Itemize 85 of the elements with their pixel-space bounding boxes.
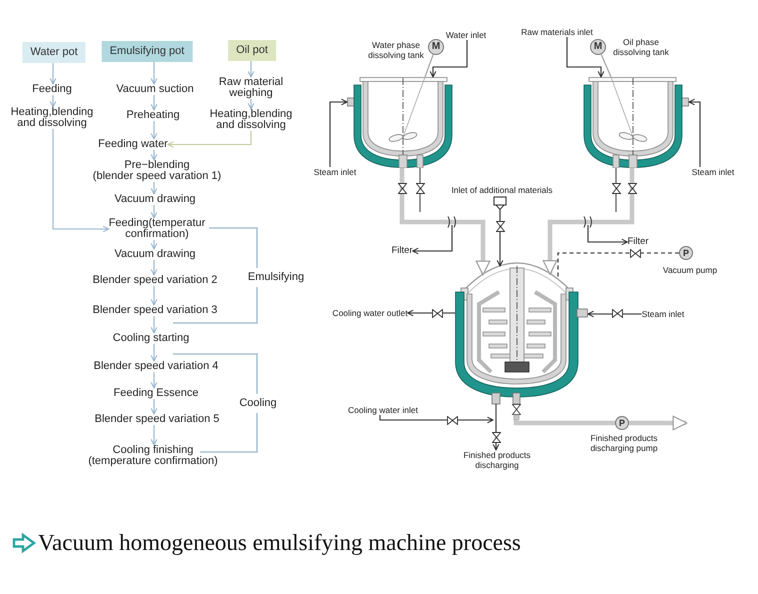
diagram-title: Vacuum homogeneous emulsifying machine process — [38, 530, 521, 556]
process-step: Cooling starting — [112, 333, 190, 344]
arrow — [379, 415, 494, 424]
mixing-tank — [347, 77, 453, 168]
process-step: Blender speed variation 3 — [92, 305, 218, 316]
connector-line — [600, 54, 612, 78]
arrow — [407, 310, 455, 316]
dashed-line — [640, 252, 679, 254]
arrow — [50, 95, 56, 108]
arrow — [587, 310, 642, 318]
motor-symbol: M — [590, 39, 606, 55]
inlet-label: Raw materials inlet — [521, 27, 593, 37]
process-step: Cooling finishing (temperature confirmation) — [88, 445, 218, 467]
dashed-line — [557, 252, 630, 279]
process-step: Preheating — [126, 110, 180, 121]
phase-label: Emulsifying — [248, 271, 304, 283]
inlet-label: Steam inlet — [692, 167, 734, 177]
arrow — [150, 372, 158, 389]
inlet-label: Steam inlet — [642, 309, 684, 319]
arrow — [430, 40, 468, 78]
pipe — [514, 420, 615, 426]
process-step: Blender speed variation 2 — [92, 275, 218, 286]
filter-label: Filter — [627, 237, 649, 247]
process-step: Vacuum drawing — [114, 194, 196, 205]
arrow — [52, 129, 110, 232]
column-header: Water pot — [22, 42, 86, 63]
process-step: Feeding(temperatur confirmation) — [108, 218, 206, 240]
process-step: Raw material weighing — [218, 77, 284, 99]
inlet-label: Cooling water inlet — [348, 405, 418, 415]
pump-label: Finished products discharging pump — [590, 433, 658, 453]
arrow — [150, 150, 158, 161]
connector-line — [424, 54, 434, 78]
process-step: Feeding — [32, 84, 72, 95]
arrow — [150, 316, 158, 334]
arrow — [50, 63, 56, 85]
arrow — [587, 225, 628, 246]
process-step: Heating,blending and dissolving — [10, 107, 94, 129]
pump-label: Vacuum pump — [662, 265, 718, 275]
arrow — [150, 205, 158, 219]
tank-label: Water phase dissolving tank — [368, 40, 424, 60]
arrow — [150, 121, 158, 140]
process-step: Blender speed variation 5 — [94, 414, 220, 425]
inlet-label: Water inlet — [446, 30, 486, 40]
arrow — [150, 182, 158, 195]
arrow — [492, 420, 500, 451]
hopper-symbol — [493, 196, 507, 210]
arrow — [248, 61, 254, 78]
arrow — [150, 260, 158, 276]
arrow — [412, 225, 453, 254]
valve-symbol — [630, 248, 640, 258]
arrow — [566, 37, 604, 78]
inlet-label: Steam inlet — [314, 167, 356, 177]
process-step: Vacuum drawing — [114, 249, 196, 260]
arrow — [150, 95, 158, 111]
column-header: Oil pot — [228, 40, 276, 61]
motor-symbol: M — [428, 39, 444, 55]
arrow — [150, 62, 158, 85]
outlet-label: Finished products discharging — [463, 450, 531, 470]
filter-label: Filter — [391, 246, 413, 256]
outlet-label: Cooling water outlet — [332, 308, 408, 318]
pump-symbol: P — [615, 416, 629, 430]
phase-label: Cooling — [239, 397, 277, 409]
arrow — [248, 99, 254, 110]
process-step: Blender speed variation 4 — [94, 361, 218, 372]
arrow — [150, 399, 158, 415]
process-step: Feeding Essence — [114, 388, 198, 399]
arrow — [329, 98, 348, 167]
hopper-label: Inlet of additional materials — [451, 185, 553, 195]
pump-symbol: P — [679, 246, 693, 260]
pipe-arrow — [542, 168, 634, 275]
process-step: Pre−blending (blender speed varation 1) — [92, 160, 222, 182]
process-step: Heating,blending and dissolving — [210, 109, 292, 131]
pipe-arrow — [629, 416, 688, 430]
arrow — [150, 344, 158, 362]
process-step: Vacuum suction — [116, 84, 194, 95]
process-step: Feeding water — [98, 139, 168, 150]
tank-label: Oil phase dissolving tank — [613, 37, 669, 57]
arrow — [150, 240, 158, 250]
arrow — [150, 425, 158, 446]
arrow — [688, 98, 701, 167]
arrow — [150, 286, 158, 306]
arrow — [167, 131, 252, 148]
column-header: Emulsifying pot — [102, 41, 192, 62]
mixing-tank — [583, 77, 689, 168]
arrow — [496, 210, 504, 267]
